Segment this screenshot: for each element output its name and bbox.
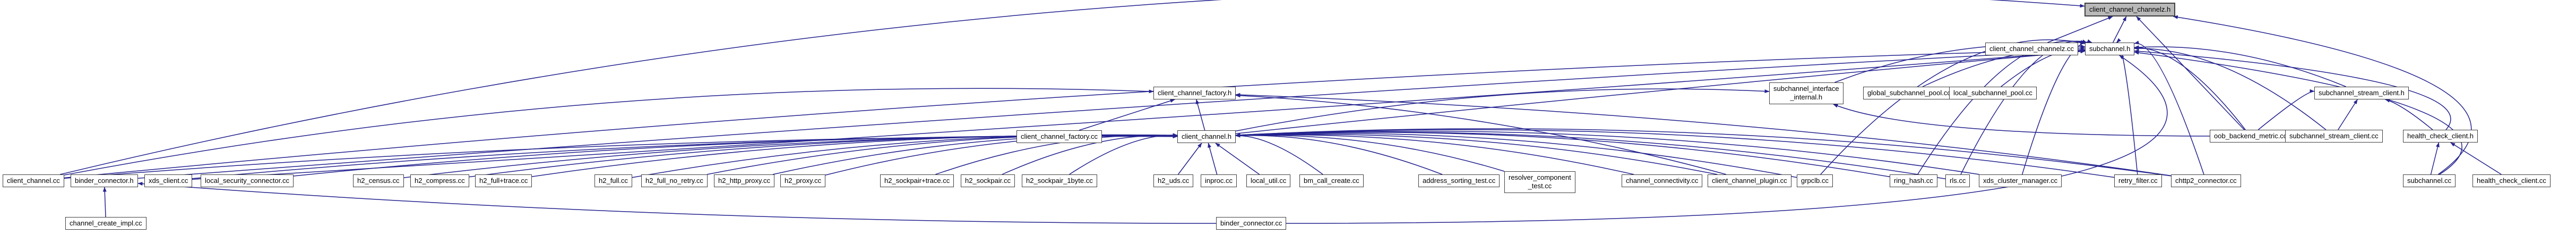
- edge-cc_h-to-sub_h: [1235, 49, 2086, 134]
- edge-obm_cc-to-sii_h: [1833, 104, 2210, 137]
- graph-node-ccp[interactable]: client_channel_plugin.cc: [1708, 174, 1791, 188]
- edge-xcm-to-sub_h: [2021, 39, 2092, 175]
- edge-cc_h-to-ccf_h: [1195, 99, 1205, 131]
- edge-sub_cc-to-sub_h: [2134, 51, 2462, 175]
- graph-node-chttp2[interactable]: chttp2_connector.cc: [2171, 174, 2241, 188]
- edge-rls-to-sub_h: [1960, 39, 2088, 175]
- edge-h2s1-to-cc_h: [1069, 133, 1178, 175]
- edge-xcm-to-cc_h: [1235, 130, 1979, 175]
- edge-cc_cc-to-ccf_h: [64, 88, 1154, 176]
- edge-chttp2-to-ccf_h: [1235, 93, 2172, 177]
- graph-node-h2hp[interactable]: h2_http_proxy.cc: [714, 174, 775, 188]
- edge-xc_cc-to-sub_h: [192, 49, 2086, 180]
- graph-node-ccf-h[interactable]: client_channel_factory.h: [1153, 87, 1236, 100]
- graph-node-rct[interactable]: resolver_component _test.cc: [1504, 171, 1575, 193]
- edge-h2hp-to-cc_h: [772, 133, 1178, 175]
- graph-node-retry[interactable]: retry_filter.cc: [2114, 174, 2162, 188]
- edge-hcc_cc-to-hcc_h: [2450, 142, 2502, 175]
- edge-ccp-to-ccf_h: [1235, 94, 1727, 175]
- edge-cci_cc-to-bc_h: [102, 187, 107, 218]
- edge-rls-to-cc_h: [1235, 131, 1946, 180]
- edge-obm_cc-to-ssc_h: [2258, 89, 2315, 130]
- graph-node-sii-h[interactable]: subchannel_interface _internal.h: [1769, 82, 1843, 104]
- graph-node-bcc-cc[interactable]: binder_connector.cc: [1216, 217, 1287, 230]
- edge-chttp2-to-sub_h: [2134, 40, 2204, 175]
- edge-sub_cc-to-ccz_h: [2173, 15, 2472, 175]
- edge-bcc_cc-to-sub_h: [1286, 55, 2168, 224]
- edge-h2s-to-cc_h: [1002, 133, 1178, 175]
- edge-grpclb-to-sub_h: [1820, 39, 2086, 175]
- graph-node-lsp-cc[interactable]: local_subchannel_pool.cc: [1949, 87, 2037, 100]
- edge-rhash-to-cc_h: [1235, 132, 1890, 178]
- edge-rhash-to-sub_h: [1917, 40, 2086, 175]
- graph-node-grpclb[interactable]: grpclb.cc: [1797, 174, 1833, 188]
- graph-node-h2cmp[interactable]: h2_compress.cc: [410, 174, 469, 188]
- edge-retry-to-sub_h: [2116, 38, 2138, 175]
- edge-lutil-to-cc_h: [1215, 143, 1260, 175]
- graph-node-h2p[interactable]: h2_proxy.cc: [780, 174, 826, 188]
- edge-cc_cc-to-sub_h: [64, 47, 2086, 179]
- graph-node-ccf-cc[interactable]: client_channel_factory.cc: [1016, 130, 1102, 144]
- edge-ssc_cc-to-sub_h: [2134, 46, 2327, 130]
- edge-sub_cc-to-hcc_h: [2430, 142, 2440, 175]
- edge-chconn-to-cc_h: [1235, 133, 1634, 175]
- graph-node-h2cen[interactable]: h2_census.cc: [353, 174, 404, 188]
- edge-hcc_h-to-ssc_h: [2385, 98, 2433, 130]
- graph-node-lsc-cc[interactable]: local_security_connector.cc: [201, 174, 294, 188]
- edge-bmcc-to-cc_h: [1235, 133, 1323, 175]
- graph-node-bc-h[interactable]: binder_connector.h: [71, 174, 138, 188]
- edge-ast-to-cc_h: [1235, 133, 1443, 175]
- graph-node-cci-cc[interactable]: channel_create_impl.cc: [65, 217, 147, 230]
- graph-node-h2uds[interactable]: h2_uds.cc: [1153, 174, 1194, 188]
- edge-h2uds-to-cc_h: [1177, 143, 1202, 175]
- graph-node-obm-cc[interactable]: oob_backend_metric.cc: [2210, 130, 2291, 143]
- graph-node-h2s1[interactable]: h2_sockpair_1byte.cc: [1022, 174, 1097, 188]
- edge-obm_cc-to-ccz_h: [2136, 16, 2245, 130]
- edge-bc_h-to-sub_h: [137, 48, 2086, 179]
- graph-node-ccz-h[interactable]: client_channel_channelz.h: [2084, 3, 2176, 17]
- edge-ccp-to-cc_h: [1235, 133, 1718, 175]
- graph-node-hcc-h[interactable]: health_check_client.h: [2403, 130, 2478, 143]
- graph-node-ssc-cc[interactable]: subchannel_stream_client.cc: [2285, 130, 2383, 143]
- graph-node-rhash[interactable]: ring_hash.cc: [1890, 174, 1937, 188]
- graph-node-cc-h[interactable]: client_channel.h: [1177, 130, 1236, 144]
- graph-node-xcm[interactable]: xds_cluster_manager.cc: [1979, 174, 2062, 188]
- edge-h2p-to-cc_h: [825, 133, 1178, 176]
- edge-ccz_cc-to-ccz_h: [2047, 16, 2113, 43]
- edge-ssc_h-to-sub_h: [2134, 45, 2346, 87]
- graph-node-h2s[interactable]: h2_sockpair.cc: [961, 174, 1015, 188]
- graph-node-sub-cc[interactable]: subchannel.cc: [2403, 174, 2456, 188]
- graph-node-hcc-cc[interactable]: health_check_client.cc: [2472, 174, 2551, 188]
- graph-node-gsp-cc[interactable]: global_subchannel_pool.cc: [1863, 87, 1955, 100]
- graph-node-lutil[interactable]: local_util.cc: [1246, 174, 1291, 188]
- edge-ssc_cc-to-ssc_h: [2338, 99, 2358, 130]
- edge-cc_h-to-sii_h: [1235, 88, 1770, 132]
- graph-node-bmcc[interactable]: bm_call_create.cc: [1299, 174, 1364, 188]
- edge-hcc_h-to-sub_h: [2134, 49, 2451, 130]
- edge-chttp2-to-cc_h: [1235, 128, 2172, 177]
- graph-node-h2fnr[interactable]: h2_full_no_retry.cc: [641, 174, 708, 188]
- edge-bcc_cc-to-bc_h: [137, 181, 1217, 224]
- edge-grpclb-to-cc_h: [1235, 133, 1797, 178]
- edge-sub_h-to-ccz_h: [2112, 16, 2127, 43]
- graph-node-xc-cc[interactable]: xds_client.cc: [144, 174, 193, 188]
- graph-node-ast[interactable]: address_sorting_test.cc: [1418, 174, 1500, 188]
- graph-node-sub-h[interactable]: subchannel.h: [2085, 43, 2135, 56]
- edge-ccf_cc-to-ccf_h: [1079, 99, 1175, 131]
- graph-node-h2st[interactable]: h2_sockpair+trace.cc: [880, 174, 954, 188]
- graph-node-cc-cc[interactable]: client_channel.cc: [3, 174, 64, 188]
- graph-node-chconn[interactable]: channel_connectivity.cc: [1622, 174, 1703, 188]
- edge-cc_cc-to-ccz_h: [60, 0, 2085, 175]
- graph-node-rls[interactable]: rls.cc: [1945, 174, 1970, 188]
- edge-rct-to-cc_h: [1235, 133, 1505, 172]
- graph-node-ccz-cc[interactable]: client_channel_channelz.cc: [1985, 43, 2078, 56]
- graph-node-ssc-h[interactable]: subchannel_stream_client.h: [2314, 87, 2409, 100]
- graph-node-h2f[interactable]: h2_full.cc: [595, 174, 632, 188]
- graph-node-h2ft[interactable]: h2_full+trace.cc: [475, 174, 532, 188]
- graph-node-inproc[interactable]: inproc.cc: [1201, 174, 1237, 188]
- edge-inproc-to-cc_h: [1208, 143, 1218, 175]
